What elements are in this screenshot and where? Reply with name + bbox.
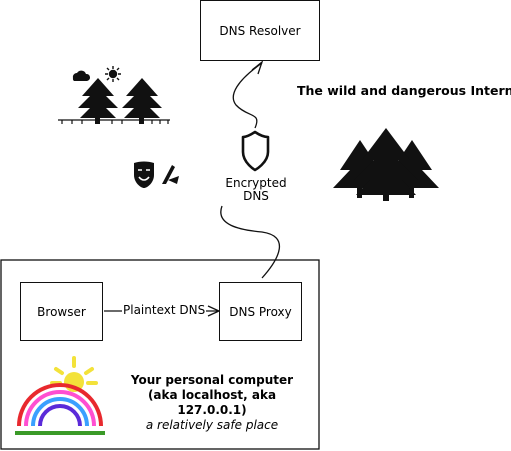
grass-bar: [15, 431, 105, 435]
shield-to-proxy-link: [220, 205, 281, 279]
plaintext-dns-label: Plaintext DNS: [122, 303, 207, 317]
spy-icon: [162, 165, 179, 184]
theater-mask-icon: [134, 161, 154, 188]
dns-proxy-node: DNS Proxy: [219, 282, 302, 341]
internet-zone-title: The wild and dangerous Internet: [297, 83, 511, 98]
dns-resolver-label: DNS Resolver: [219, 23, 301, 38]
computer-zone-title: Your personal computer: [130, 373, 294, 387]
cloud-icon: [72, 70, 91, 81]
shield-icon: [241, 130, 270, 172]
browser-node: Browser: [20, 282, 103, 341]
dns-resolver-node: DNS Resolver: [200, 0, 320, 61]
dns-proxy-label: DNS Proxy: [229, 304, 292, 319]
tree-icon: [333, 128, 439, 201]
encrypted-dns-line2: DNS: [243, 189, 269, 203]
computer-zone-note: a relatively safe place: [145, 418, 279, 432]
sun-icon: [105, 66, 121, 82]
computer-zone-caption: Your personal computer (aka localhost, a…: [112, 373, 312, 433]
arrowhead-icon: [251, 60, 264, 75]
browser-label: Browser: [37, 304, 86, 319]
encrypted-dns-line1: Encrypted: [225, 176, 287, 190]
computer-boundary: [0, 259, 320, 450]
rainbow-icon: [17, 383, 103, 427]
tree-icon: [58, 78, 170, 124]
computer-zone-subtitle: (aka localhost, aka 127.0.0.1): [147, 388, 277, 417]
encrypted-dns-label: Encrypted DNS: [225, 177, 287, 203]
resolver-to-shield-link: [232, 62, 263, 129]
